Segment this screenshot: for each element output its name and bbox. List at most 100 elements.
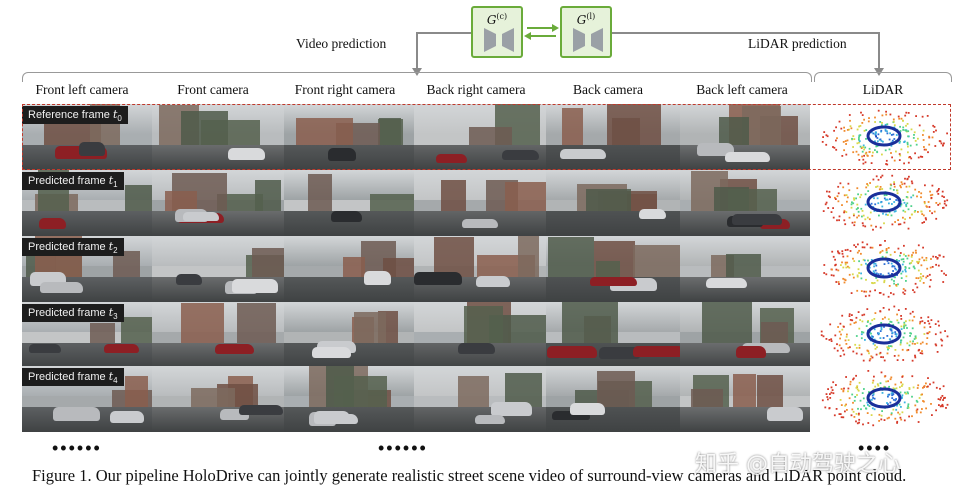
video-prediction-label: Video prediction xyxy=(296,36,387,51)
generator-icon xyxy=(484,28,514,52)
car xyxy=(29,344,61,353)
camera-frame-image xyxy=(414,366,546,432)
camera-frame-image xyxy=(546,302,680,368)
column-header: Back right camera xyxy=(426,82,526,97)
car xyxy=(491,402,532,416)
lidar-point-cloud xyxy=(814,368,952,430)
lidar-generator-label: G(l) xyxy=(576,12,596,27)
camera-frame-image xyxy=(152,366,284,432)
lidar-point-cloud xyxy=(814,172,952,234)
camera-frame-image xyxy=(414,236,546,302)
camera-frame-image xyxy=(152,236,284,302)
camera-frame-image xyxy=(284,236,414,302)
cross-modal-arrows xyxy=(524,24,559,40)
lidar-point-cloud xyxy=(814,106,952,168)
column-header: Front camera xyxy=(177,82,249,97)
car xyxy=(462,219,498,228)
ellipsis-left: •••••• xyxy=(52,438,102,458)
generator-icon xyxy=(573,28,603,52)
ellipsis-middle: •••••• xyxy=(378,438,428,458)
car xyxy=(547,346,597,358)
car xyxy=(502,150,539,160)
camera-frame-image xyxy=(284,104,414,170)
camera-frame-image xyxy=(414,170,546,236)
car xyxy=(328,148,356,161)
camera-frame-image xyxy=(546,236,680,302)
car xyxy=(590,277,637,286)
car xyxy=(110,411,144,423)
car xyxy=(215,344,254,354)
row-label-reference: Reference frame t0 xyxy=(22,106,128,124)
car xyxy=(53,407,100,421)
camera-frame-image xyxy=(546,104,680,170)
camera-frame-image xyxy=(414,104,546,170)
car xyxy=(331,211,362,222)
camera-frame-image xyxy=(284,170,414,236)
camera-frame-image xyxy=(680,104,810,170)
video-connector-vertical xyxy=(416,32,418,70)
car xyxy=(436,154,467,163)
row-label-predicted: Predicted frame t2 xyxy=(22,238,124,256)
car xyxy=(312,347,351,358)
camera-frame-image xyxy=(414,302,546,368)
car xyxy=(599,347,640,359)
lidar-point-cloud xyxy=(814,238,952,300)
car xyxy=(228,148,265,160)
lidar-prediction-label: LiDAR prediction xyxy=(748,36,847,51)
camera-frame-image xyxy=(152,302,284,368)
lidar-connector xyxy=(612,32,880,34)
camera-frame-image xyxy=(546,366,680,432)
car xyxy=(570,403,605,415)
row-label-predicted: Predicted frame t3 xyxy=(22,304,124,322)
car xyxy=(458,343,495,354)
lidar-generator-box: G(l) xyxy=(560,6,612,58)
car xyxy=(732,214,782,225)
car xyxy=(639,209,666,219)
car xyxy=(552,411,590,420)
camera-frame-image xyxy=(284,366,414,432)
car xyxy=(414,272,462,285)
car xyxy=(697,143,734,156)
video-connector xyxy=(416,32,471,34)
car xyxy=(476,276,510,287)
car xyxy=(633,346,680,357)
car xyxy=(314,411,350,424)
row-label-predicted: Predicted frame t1 xyxy=(22,172,124,190)
car xyxy=(736,346,766,358)
row-label-predicted: Predicted frame t4 xyxy=(22,368,124,386)
car xyxy=(364,271,391,285)
ellipsis-right: •••• xyxy=(858,438,892,458)
camera-frame-image xyxy=(152,170,284,236)
car xyxy=(220,409,249,420)
column-header: Front right camera xyxy=(294,82,396,97)
camera-brace xyxy=(22,72,812,82)
car xyxy=(39,218,66,229)
column-header: LiDAR xyxy=(862,82,904,97)
car xyxy=(239,405,283,415)
car xyxy=(475,415,505,424)
column-header: Front left camera xyxy=(35,82,129,97)
camera-frame-image xyxy=(284,302,414,368)
camera-generator-box: G(c) xyxy=(471,6,523,58)
car xyxy=(40,282,83,293)
car xyxy=(104,344,139,353)
camera-frame-image xyxy=(680,366,810,432)
car xyxy=(79,142,105,156)
lidar-brace xyxy=(814,72,952,82)
camera-frame-image xyxy=(152,104,284,170)
car xyxy=(232,279,278,293)
lidar-connector-vertical xyxy=(878,32,880,70)
column-header: Back camera xyxy=(572,82,644,97)
car xyxy=(560,149,606,159)
camera-frame-image xyxy=(680,170,810,236)
car xyxy=(176,274,202,285)
column-header: Back left camera xyxy=(696,82,788,97)
lidar-point-cloud xyxy=(814,304,952,366)
camera-frame-image xyxy=(680,302,810,368)
car xyxy=(742,343,790,353)
camera-frame-image xyxy=(546,170,680,236)
figure-caption: Figure 1. Our pipeline HoloDrive can joi… xyxy=(32,466,907,485)
car xyxy=(725,152,770,162)
car xyxy=(767,407,803,421)
watermark: 知乎 @自动驾驶之心 xyxy=(695,452,900,477)
